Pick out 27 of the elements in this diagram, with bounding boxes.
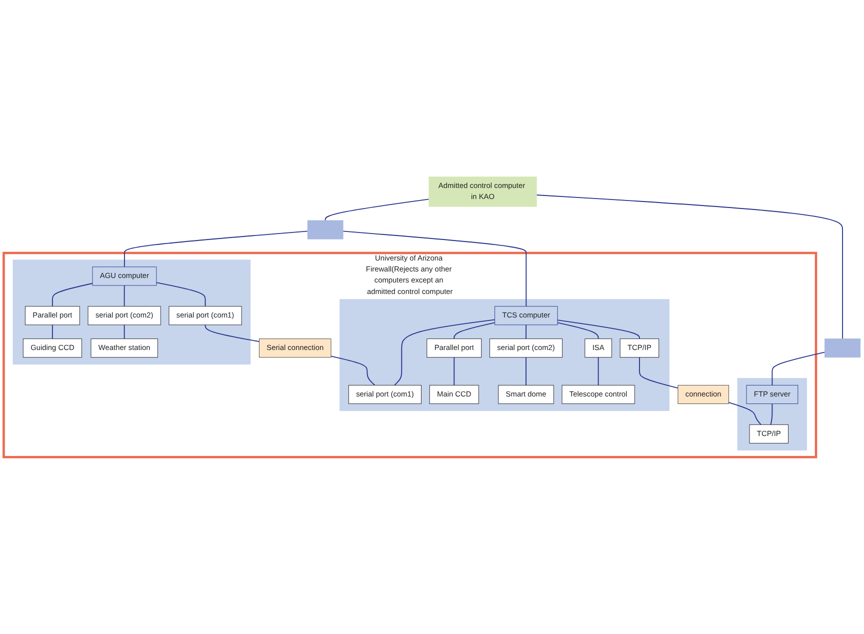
connector: [728, 402, 762, 426]
connector: [598, 356, 599, 386]
connector: [526, 324, 527, 340]
node-box: [307, 220, 344, 240]
connector: [324, 198, 430, 221]
connector: [156, 282, 206, 307]
node-box: [824, 338, 861, 358]
connector: [52, 282, 93, 307]
connector: [124, 230, 308, 268]
connector: [772, 352, 826, 386]
cluster: [737, 378, 807, 450]
connector: [454, 322, 496, 340]
connector: [639, 356, 678, 388]
connector: [557, 320, 640, 340]
connector: [204, 324, 260, 342]
cluster: [340, 299, 670, 411]
connector: [330, 356, 376, 386]
connector: [536, 194, 844, 340]
connector: [394, 319, 496, 386]
connector: [770, 403, 773, 426]
connector: [557, 322, 599, 340]
connector: [454, 356, 455, 386]
connector: [124, 324, 125, 340]
cluster: [12, 260, 251, 365]
connector: [124, 284, 125, 307]
connector: [342, 230, 527, 307]
connector: [52, 324, 53, 340]
